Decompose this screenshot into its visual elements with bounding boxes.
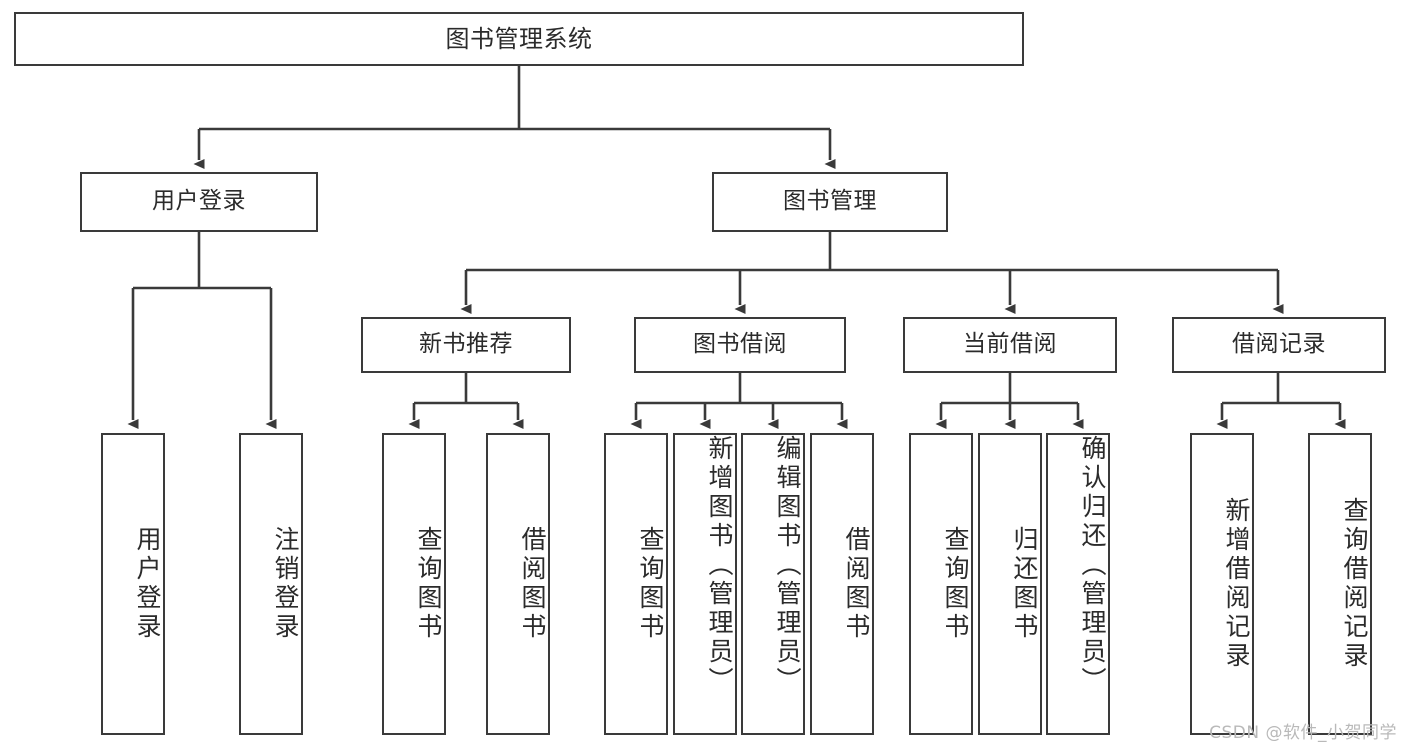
leaf-logout[interactable]: 注销登录 [239, 433, 303, 735]
leaf-query-book-current[interactable]: 查询图书 [909, 433, 973, 735]
node-book-management[interactable]: 图书管理 [712, 172, 948, 232]
node-label: 新书推荐 [419, 331, 513, 358]
node-label: 当前借阅 [963, 331, 1057, 358]
node-label: 注销登录 [271, 526, 300, 642]
node-label: 新增借阅记录 [1222, 497, 1251, 671]
node-label: 编辑图书（管理员） [773, 435, 802, 696]
node-label: 借阅图书 [518, 526, 547, 642]
node-label: 查询图书 [414, 526, 443, 642]
node-label: 确认归还（管理员） [1078, 435, 1107, 696]
leaf-query-book-borrow[interactable]: 查询图书 [604, 433, 668, 735]
node-label: 图书管理 [783, 188, 877, 215]
node-label: 查询借阅记录 [1340, 497, 1369, 671]
leaf-borrow-book-new[interactable]: 借阅图书 [486, 433, 550, 735]
leaf-user-login[interactable]: 用户登录 [101, 433, 165, 735]
node-book-borrowing[interactable]: 图书借阅 [634, 317, 846, 373]
node-new-book-recommendation[interactable]: 新书推荐 [361, 317, 571, 373]
node-borrowing-record[interactable]: 借阅记录 [1172, 317, 1386, 373]
node-label: 图书借阅 [693, 331, 787, 358]
node-label: 借阅记录 [1232, 331, 1326, 358]
node-label: 用户登录 [152, 188, 246, 215]
node-current-borrowing[interactable]: 当前借阅 [903, 317, 1117, 373]
node-label: 归还图书 [1010, 526, 1039, 642]
node-label: 查询图书 [941, 526, 970, 642]
leaf-query-borrow-record[interactable]: 查询借阅记录 [1308, 433, 1372, 735]
leaf-query-book-new[interactable]: 查询图书 [382, 433, 446, 735]
csdn-watermark: CSDN @软件_小贺同学 [1209, 723, 1397, 743]
leaf-return-book[interactable]: 归还图书 [978, 433, 1042, 735]
leaf-borrow-book[interactable]: 借阅图书 [810, 433, 874, 735]
node-label: 图书管理系统 [445, 24, 593, 53]
node-label: 查询图书 [636, 526, 665, 642]
node-user-login[interactable]: 用户登录 [80, 172, 318, 232]
node-root-book-management-system[interactable]: 图书管理系统 [14, 12, 1024, 66]
leaf-confirm-return-admin[interactable]: 确认归还（管理员） [1046, 433, 1110, 735]
leaf-add-book-admin[interactable]: 新增图书（管理员） [673, 433, 737, 735]
node-label: 用户登录 [133, 526, 162, 642]
leaf-add-borrow-record[interactable]: 新增借阅记录 [1190, 433, 1254, 735]
node-label: 新增图书（管理员） [705, 435, 734, 696]
leaf-edit-book-admin[interactable]: 编辑图书（管理员） [741, 433, 805, 735]
node-label: 借阅图书 [842, 526, 871, 642]
